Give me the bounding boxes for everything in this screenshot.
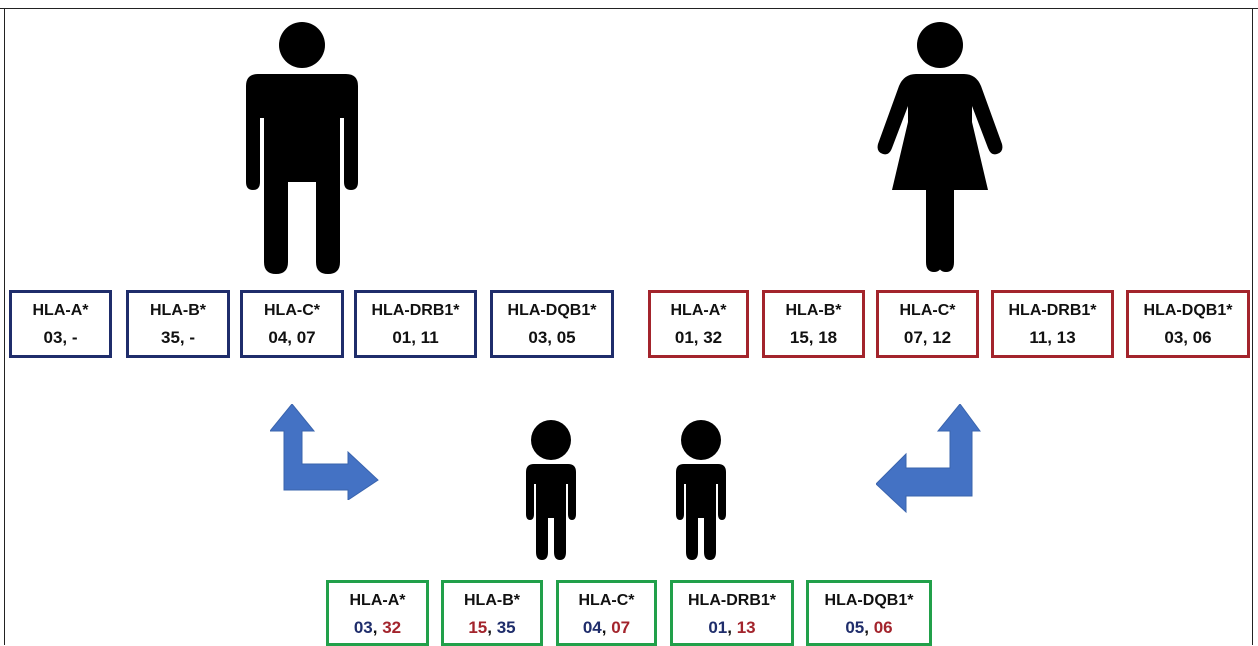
locus-label: HLA-B*	[785, 302, 842, 319]
maternal-allele: 32	[382, 618, 402, 637]
locus-label: HLA-B*	[464, 592, 520, 609]
figure-border-left	[4, 8, 5, 645]
locus-label: HLA-A*	[349, 592, 406, 609]
allele-values: 01, 32	[674, 328, 723, 347]
father-hla-drb1-box: HLA-DRB1* 01, 11	[354, 290, 477, 358]
paternal-allele: 35	[496, 618, 516, 637]
locus-label: HLA-C*	[578, 592, 635, 609]
mother-hla-dqb1-box: HLA-DQB1* 03, 06	[1126, 290, 1250, 358]
locus-label: HLA-B*	[150, 302, 206, 319]
figure-border-right	[1252, 8, 1253, 645]
allele-values: 01, 13	[708, 618, 756, 637]
allele-values: 03, 32	[353, 618, 402, 637]
child-silhouette-icon	[676, 420, 726, 560]
bent-arrow-left-icon	[876, 404, 981, 514]
paternal-allele: 05	[845, 618, 865, 637]
maternal-allele: 06	[873, 618, 893, 637]
allele-values: 11, 13	[1029, 328, 1076, 347]
mother-hla-a-box: HLA-A* 01, 32	[648, 290, 749, 358]
allele-values: 04, 07	[582, 618, 631, 637]
locus-label: HLA-A*	[670, 302, 727, 319]
bent-arrow-right-icon	[270, 404, 379, 500]
locus-label: HLA-DRB1*	[371, 302, 460, 319]
maternal-allele: 13	[736, 618, 756, 637]
father-hla-c-box: HLA-C* 04, 07	[240, 290, 344, 358]
allele-values: 03, 05	[528, 328, 576, 347]
allele-values: 03, -	[43, 328, 78, 347]
locus-label: HLA-DQB1*	[824, 592, 914, 609]
locus-label: HLA-A*	[32, 302, 89, 319]
paternal-allele: 04	[582, 618, 602, 637]
paternal-allele: 01	[708, 618, 728, 637]
allele-values: 03, 06	[1164, 328, 1212, 347]
father-hla-a-box: HLA-A* 03, -	[9, 290, 112, 358]
child-hla-a-box: HLA-A* 03, 32	[326, 580, 429, 646]
locus-label: HLA-C*	[264, 302, 320, 319]
allele-values: 07, 12	[903, 328, 952, 347]
man-silhouette-icon	[246, 22, 358, 274]
maternal-allele: 15	[468, 618, 488, 637]
mother-hla-b-box: HLA-B* 15, 18	[762, 290, 865, 358]
child-silhouette-icon	[526, 420, 576, 560]
child-hla-dqb1-box: HLA-DQB1* 05, 06	[806, 580, 932, 646]
allele-values: 15, 18	[789, 328, 838, 347]
child-hla-b-box: HLA-B* 15, 35	[441, 580, 543, 646]
locus-label: HLA-DRB1*	[1008, 302, 1097, 319]
allele-values: 01, 11	[392, 328, 439, 347]
locus-label: HLA-C*	[899, 302, 956, 319]
mother-hla-drb1-box: HLA-DRB1* 11, 13	[991, 290, 1114, 358]
allele-values: 35, -	[160, 328, 196, 347]
figure-border-top	[0, 8, 1258, 9]
father-hla-dqb1-box: HLA-DQB1* 03, 05	[490, 290, 614, 358]
locus-label: HLA-DQB1*	[507, 302, 597, 319]
woman-silhouette-icon	[877, 22, 1003, 272]
allele-values: 15, 35	[468, 618, 516, 637]
allele-values: 04, 07	[268, 328, 316, 347]
maternal-allele: 07	[611, 618, 631, 637]
locus-label: HLA-DRB1*	[688, 592, 776, 609]
mother-hla-c-box: HLA-C* 07, 12	[876, 290, 979, 358]
father-hla-b-box: HLA-B* 35, -	[126, 290, 230, 358]
allele-values: 05, 06	[845, 618, 893, 637]
child-hla-c-box: HLA-C* 04, 07	[556, 580, 657, 646]
child-hla-drb1-box: HLA-DRB1* 01, 13	[670, 580, 794, 646]
locus-label: HLA-DQB1*	[1143, 302, 1233, 319]
paternal-allele: 03	[353, 618, 373, 637]
